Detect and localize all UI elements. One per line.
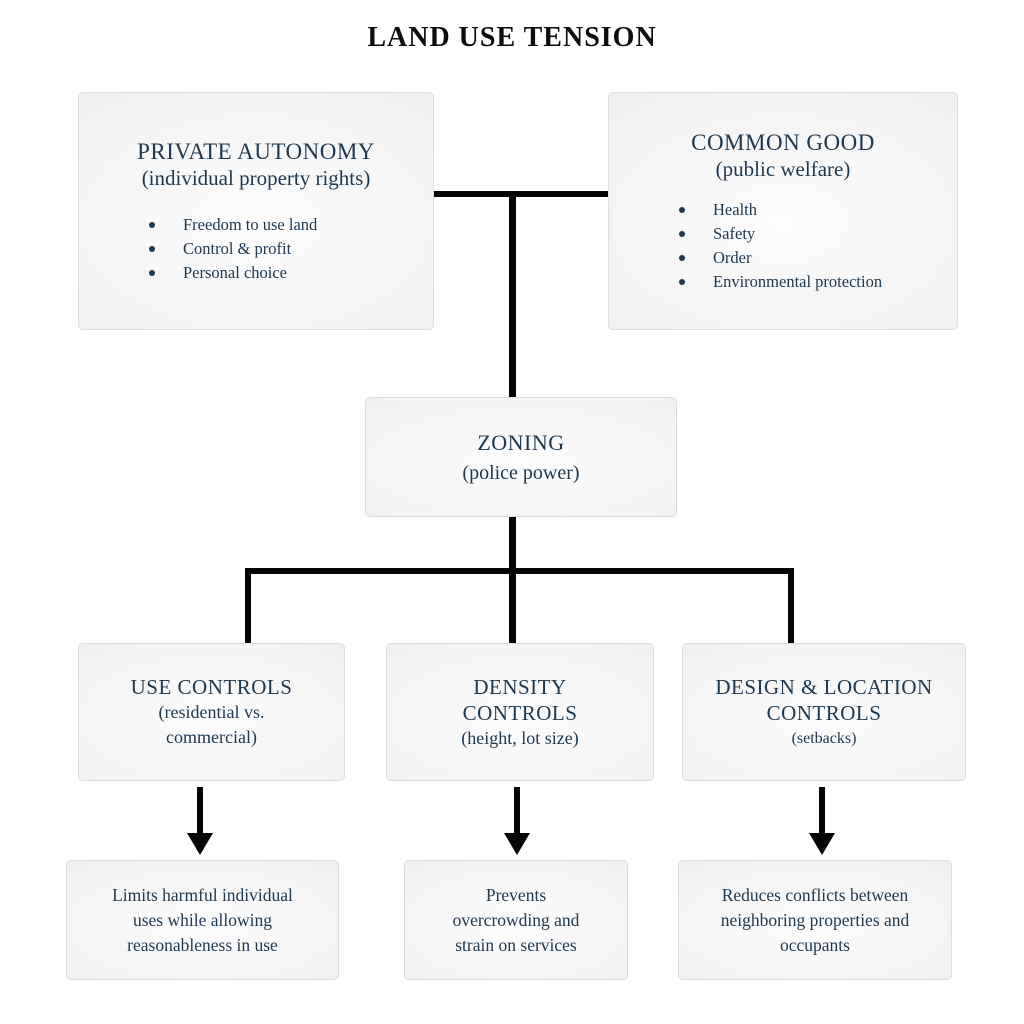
node-use-outcome: Limits harmful individual uses while all… <box>66 860 339 980</box>
private-autonomy-bullets: Freedom to use land Control & profit Per… <box>149 213 317 285</box>
node-private-autonomy: PRIVATE AUTONOMY (individual property ri… <box>78 92 434 330</box>
bullet-dot-icon <box>679 278 685 285</box>
node-title: USE CONTROLS <box>130 675 293 699</box>
arrow-head <box>187 833 213 855</box>
bullet-text: Safety <box>713 223 756 243</box>
list-item: Freedom to use land <box>149 213 317 237</box>
node-subtitle: (police power) <box>462 461 580 484</box>
arrow-head <box>504 833 530 855</box>
connector-to-design-controls <box>788 568 794 643</box>
node-subtitle: (height, lot size) <box>461 727 579 748</box>
bullet-dot-icon <box>149 221 155 228</box>
bullet-dot-icon <box>679 254 685 261</box>
bullet-text: Order <box>713 247 752 267</box>
list-item: Safety <box>679 222 882 246</box>
node-subtitle: (setbacks) <box>791 729 857 747</box>
page-title: LAND USE TENSION <box>367 22 657 53</box>
bullet-text: Personal choice <box>183 262 288 282</box>
arrow-head <box>809 833 835 855</box>
node-title: COMMON GOOD <box>691 129 875 155</box>
common-good-bullets: Health Safety Order Environmental protec… <box>679 198 882 294</box>
outcome-text: Reduces conflicts between neighboring pr… <box>720 884 910 955</box>
node-design-outcome: Reduces conflicts between neighboring pr… <box>678 860 952 980</box>
arrow-down-icon <box>504 787 530 855</box>
bullet-dot-icon <box>679 206 685 213</box>
connector-zoning-to-density <box>509 517 516 643</box>
node-density-controls: DENSITY CONTROLS (height, lot size) <box>386 643 654 781</box>
bullet-dot-icon <box>149 269 155 276</box>
bullet-text: Freedom to use land <box>183 214 318 234</box>
arrow-down-icon <box>809 787 835 855</box>
bullet-text: Health <box>713 199 757 219</box>
bullet-dot-icon <box>149 245 155 252</box>
list-item: Environmental protection <box>679 270 882 294</box>
list-item: Control & profit <box>149 237 317 261</box>
node-density-outcome: Prevents overcrowding and strain on serv… <box>404 860 628 980</box>
connector-top-horizontal <box>434 191 610 197</box>
connector-to-use-controls <box>245 568 251 643</box>
node-subtitle: (public welfare) <box>715 156 851 181</box>
node-use-controls: USE CONTROLS (residential vs. commercial… <box>78 643 345 781</box>
node-zoning: ZONING (police power) <box>365 397 677 517</box>
connector-top-to-zoning <box>509 194 516 397</box>
node-title: ZONING <box>477 429 565 455</box>
bullet-dot-icon <box>679 230 685 237</box>
node-subtitle: (residential vs. commercial) <box>158 702 265 747</box>
arrow-shaft <box>197 787 203 833</box>
list-item: Health <box>679 198 882 222</box>
node-title: PRIVATE AUTONOMY <box>137 138 375 164</box>
list-item: Personal choice <box>149 261 317 285</box>
node-subtitle: (individual property rights) <box>141 165 371 190</box>
connector-distributor-horizontal <box>245 568 794 574</box>
outcome-text: Limits harmful individual uses while all… <box>112 884 293 955</box>
arrow-shaft <box>514 787 520 833</box>
node-title: DESIGN & LOCATION CONTROLS <box>715 674 933 725</box>
bullet-text: Environmental protection <box>713 271 883 291</box>
arrow-shaft <box>819 787 825 833</box>
outcome-text: Prevents overcrowding and strain on serv… <box>452 884 580 955</box>
bullet-text: Control & profit <box>183 238 292 258</box>
node-title: DENSITY CONTROLS <box>462 674 578 725</box>
arrow-down-icon <box>187 787 213 855</box>
list-item: Order <box>679 246 882 270</box>
node-common-good: COMMON GOOD (public welfare) Health Safe… <box>608 92 958 330</box>
node-design-location-controls: DESIGN & LOCATION CONTROLS (setbacks) <box>682 643 966 781</box>
